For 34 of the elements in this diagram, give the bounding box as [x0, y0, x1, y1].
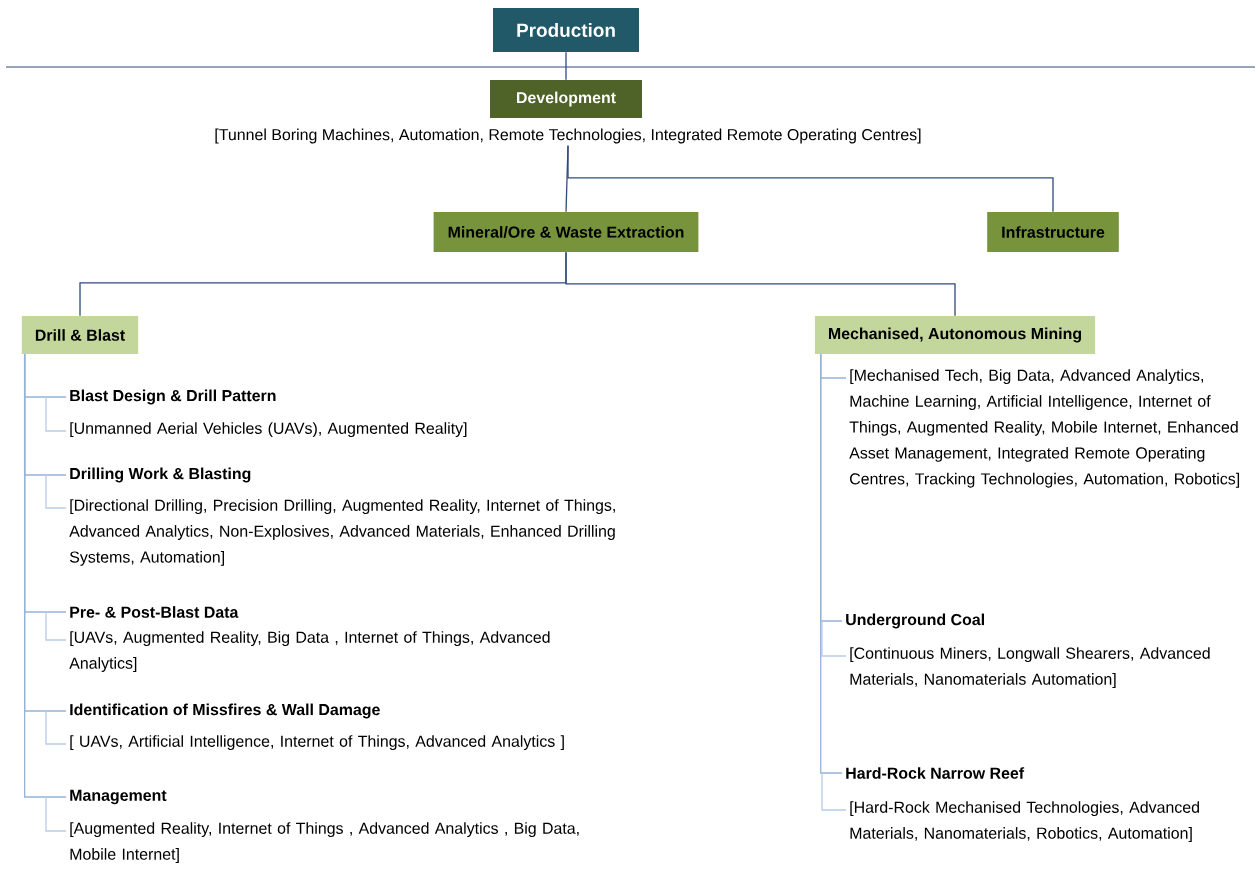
heading-text: Identification of Missfires & Wall Damage [70, 703, 380, 719]
category-box: Production [493, 8, 639, 52]
technology-list: [Unmanned Aerial Vehicles (UAVs), Augmented Reality] [70, 422, 467, 438]
connector-line [820, 353, 843, 774]
connector-line [565, 251, 956, 317]
technology-list: [Directional Drilling, Precision Drilling, Augmented Reality, Internet of Things, Advanced Analytics, Non-Explosives, Advanced Materials, Enhanced Drilling Systems, Automation] [69, 499, 615, 566]
connector-line [45, 710, 67, 745]
heading-text: Hard-Rock Narrow Reef [846, 767, 1025, 779]
category-box: Drill & Blast [21, 316, 139, 354]
category-box: Mechanised, Autonomous Mining [814, 316, 1096, 354]
connector-line [565, 51, 567, 81]
heading-text: Pre- & Post-Blast Data [70, 606, 239, 618]
connector-line [45, 396, 67, 432]
connector-line [45, 611, 67, 641]
heading-text: Drilling Work & Blasting [70, 467, 251, 483]
technology-list: [ UAVs, Artificial Intelligence, Internet of Things, Advanced Analytics ] [70, 735, 564, 751]
heading-text: Management [70, 789, 167, 805]
connector-line [821, 620, 847, 657]
heading-text: Blast Design & Drill Pattern [70, 389, 276, 405]
category-box: Mineral/Ore & Waste Extraction [433, 212, 699, 252]
category-box: Development [490, 80, 642, 118]
connector-line [45, 474, 67, 509]
technology-list: [Mechanised Tech, Big Data, Advanced Analytics, Machine Learning, Artificial Intelligence, Internet of Things, Augmented Reality, Mobile Internet, Enhanced Asset Management, Integrated Remote Operating Centres, Tracking Technologies, Automation, Robotics] [849, 369, 1240, 488]
connector-line [45, 796, 67, 832]
technology-list: [UAVs, Augmented Reality, Big Data , Internet of Things, Advanced Analytics] [69, 631, 550, 672]
technology-list: [Tunnel Boring Machines, Automation, Remote Technologies, Integrated Remote Operating Centres] [215, 128, 921, 144]
technology-list: [Continuous Miners, Longwall Shearers, Advanced Materials, Nanomaterials Automation] [850, 647, 1210, 688]
connector-line [24, 353, 67, 798]
heading-text: Underground Coal [846, 613, 984, 629]
technology-list: [Hard-Rock Mechanised Technologies, Advanced Materials, Nanomaterials, Robotics, Automation] [850, 801, 1199, 842]
connector-line [567, 145, 1054, 213]
technology-list: [Augmented Reality, Internet of Things , Advanced Analytics , Big Data, Mobile Internet] [70, 822, 579, 863]
connector-line [821, 772, 847, 811]
category-box: Infrastructure [987, 212, 1119, 252]
